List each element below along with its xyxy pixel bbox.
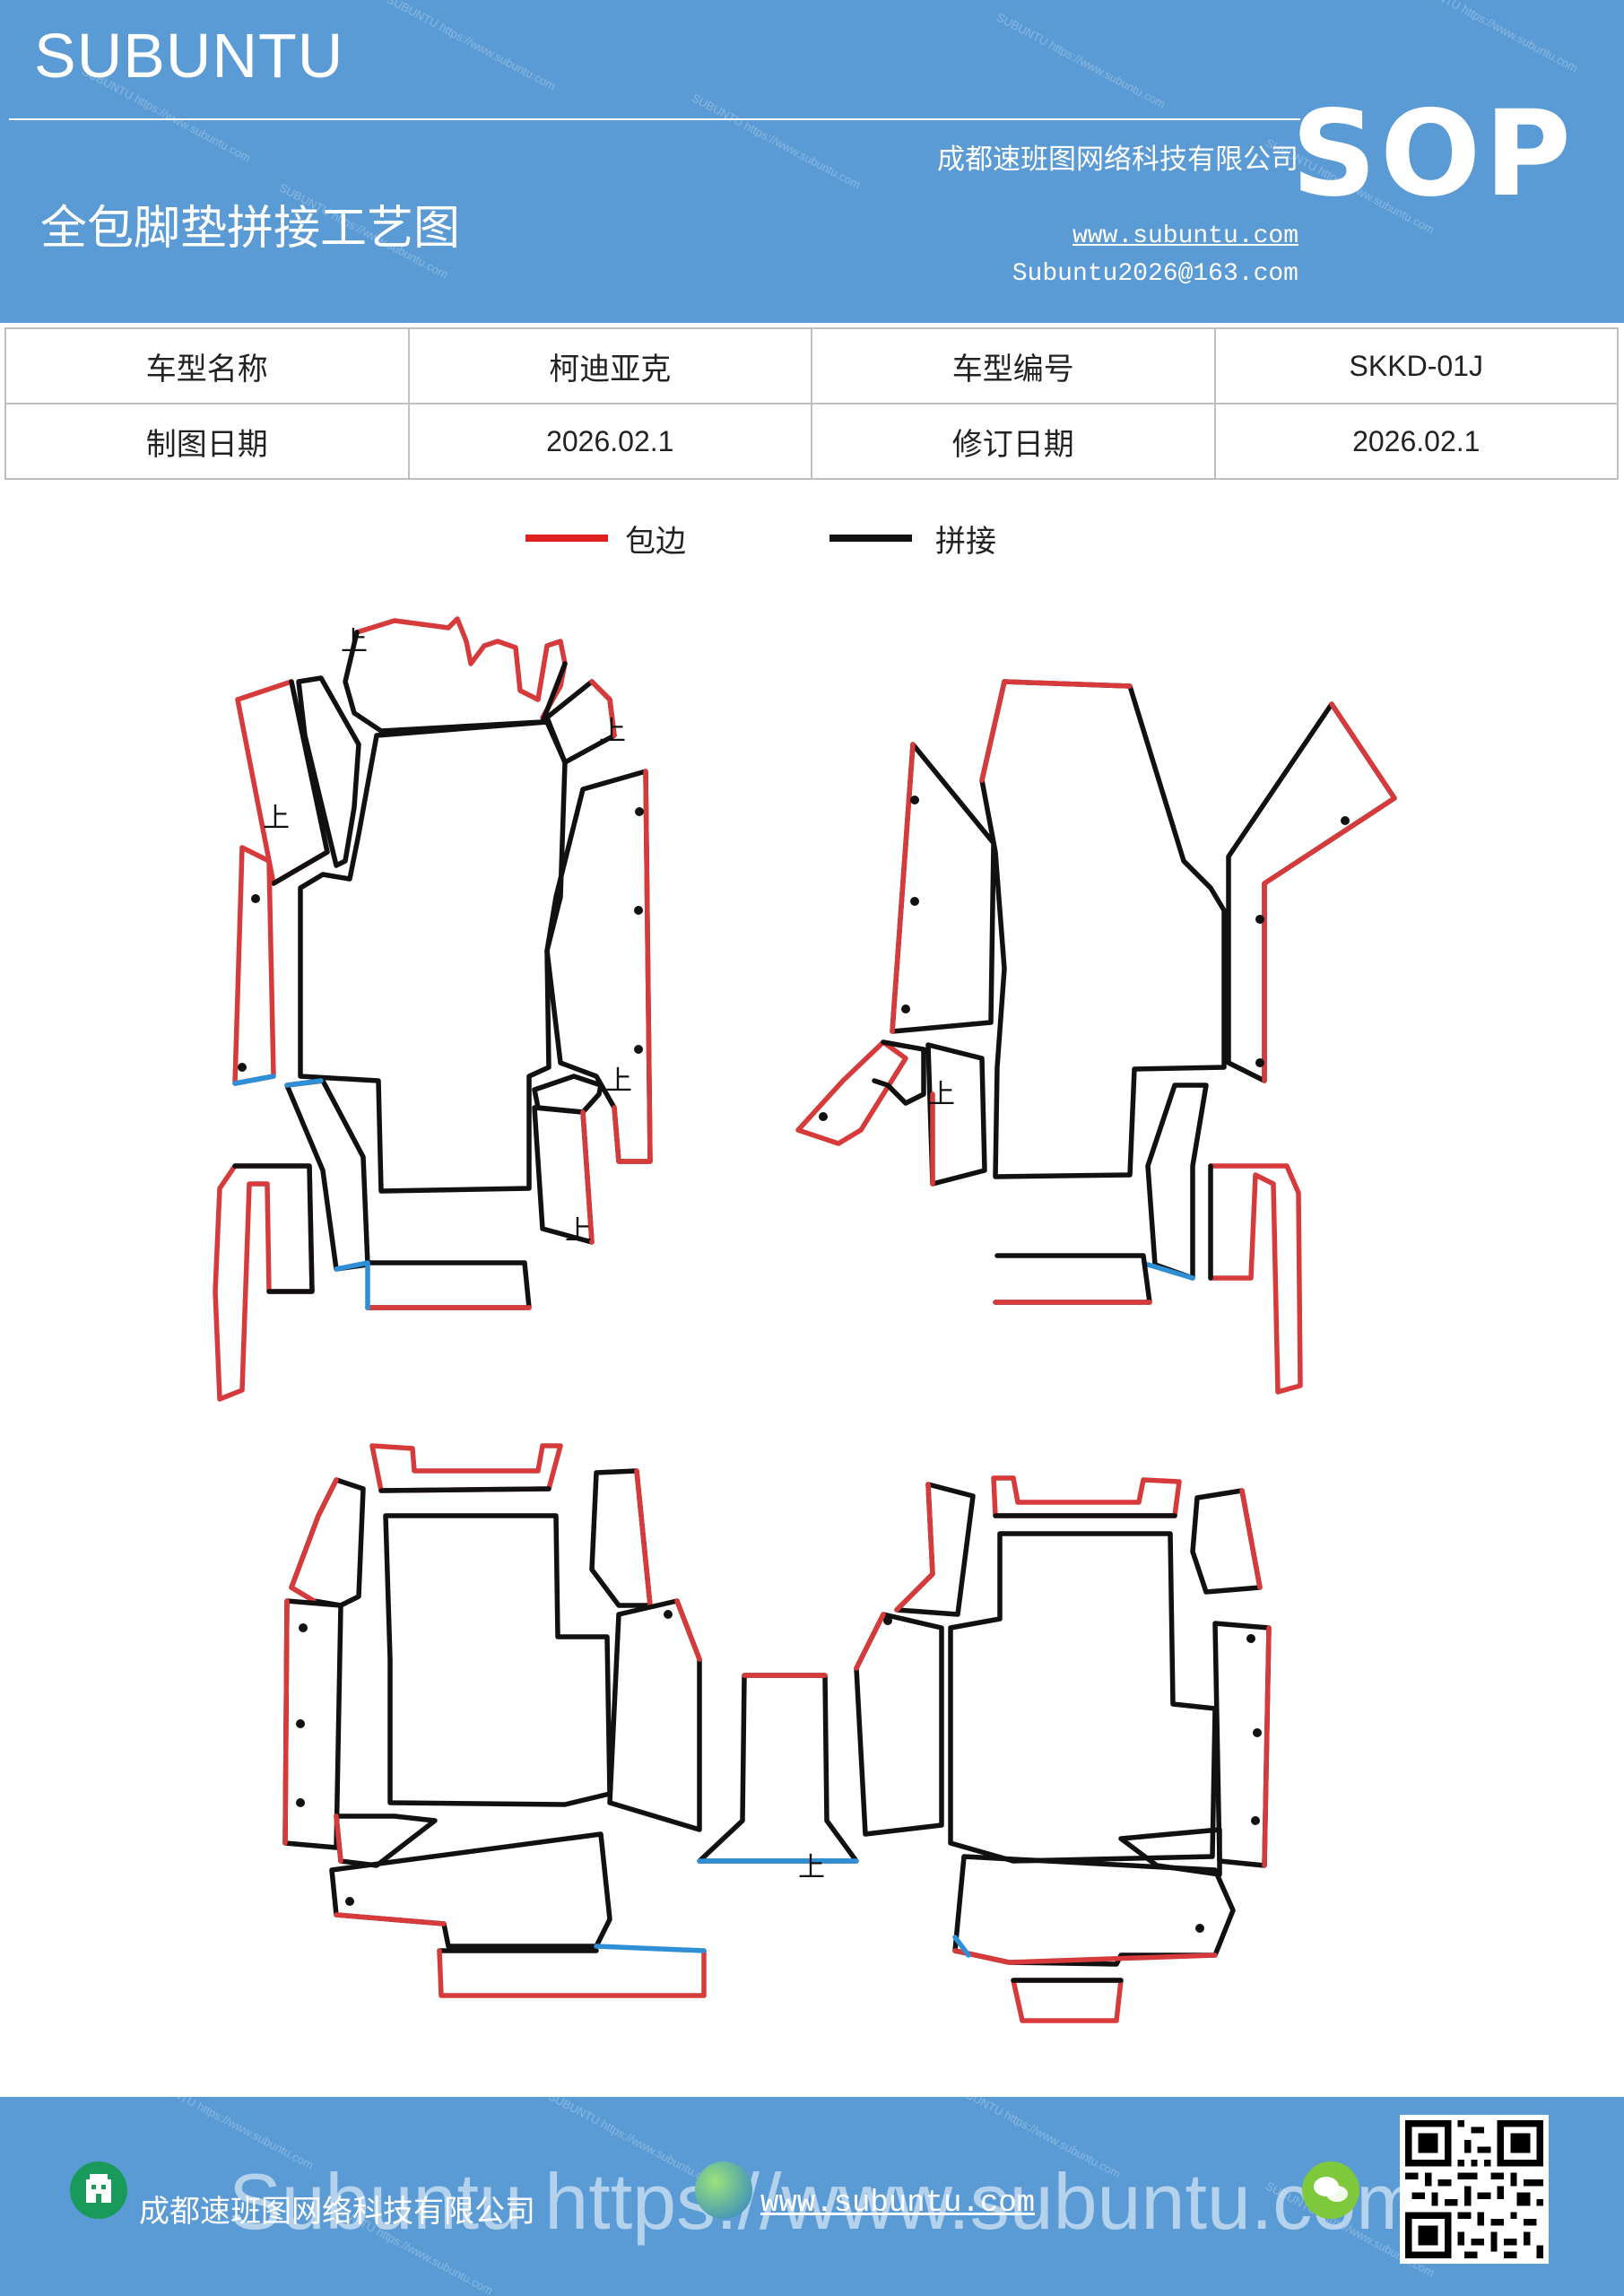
up-mark: 上 xyxy=(928,1079,955,1110)
brand-name: SUBUNTU xyxy=(34,21,344,91)
company-name: 成都速班图网络科技有限公司 xyxy=(937,144,1298,176)
legend: 包边 拼接 xyxy=(0,522,1624,576)
revision-date-value: 2026.02.1 xyxy=(1213,403,1619,480)
up-mark: 上 xyxy=(341,626,368,657)
mat-group-rear-center xyxy=(697,1673,859,1864)
mat-group-rear-right xyxy=(854,1475,1272,2023)
revision-date-label: 修订日期 xyxy=(811,403,1216,480)
model-name-label: 车型名称 xyxy=(4,327,410,404)
alignment-dots xyxy=(238,796,1350,1933)
table-row: 制图日期 2026.02.1 修订日期 2026.02.1 xyxy=(4,403,1619,480)
legend-swatch-seam xyxy=(829,535,912,542)
globe-icon xyxy=(695,2161,752,2219)
sop-badge: SOP xyxy=(1290,85,1575,223)
table-row: 车型名称 柯迪亚克 车型编号 SKKD-01J xyxy=(4,327,1619,404)
floor-mat-diagram: 上 上 上 上 上 上 上 xyxy=(213,616,1397,2023)
mat-group-front-right xyxy=(795,679,1397,1395)
header-banner: SUBUNTU https://www.subuntu.com SUBUNTU … xyxy=(0,0,1624,323)
header-divider xyxy=(9,118,1300,120)
up-mark: 上 xyxy=(599,716,626,747)
building-icon xyxy=(70,2161,127,2219)
footer-banner: SUBUNTU https://www.subuntu.com SUBUNTU … xyxy=(0,2097,1624,2296)
vehicle-info-table: 车型名称 柯迪亚克 车型编号 SKKD-01J 制图日期 2026.02.1 修… xyxy=(4,327,1619,480)
model-code-value: SKKD-01J xyxy=(1213,327,1619,404)
footer-website-link[interactable]: www.subuntu.com xyxy=(760,2187,1036,2221)
website-link[interactable]: www.subuntu.com xyxy=(1072,222,1298,250)
mat-group-rear-left xyxy=(282,1443,707,1998)
chat-icon xyxy=(1302,2161,1359,2219)
legend-label-seam: 拼接 xyxy=(935,524,996,560)
up-marks: 上 上 上 上 上 上 上 xyxy=(263,626,955,1883)
drawing-date-label: 制图日期 xyxy=(4,403,410,480)
up-mark: 上 xyxy=(565,1215,592,1247)
qr-code xyxy=(1400,2115,1549,2264)
up-mark: 上 xyxy=(605,1065,632,1097)
mat-group-front-left xyxy=(213,616,653,1402)
up-mark: 上 xyxy=(263,803,290,834)
legend-swatch-binding xyxy=(525,535,608,542)
up-mark: 上 xyxy=(798,1852,825,1883)
legend-label-binding: 包边 xyxy=(625,524,686,560)
footer-watermark-text: Subuntu https://www.subuntu.com xyxy=(229,2157,1422,2246)
model-name-value: 柯迪亚克 xyxy=(407,327,812,404)
drawing-date-value: 2026.02.1 xyxy=(407,403,812,480)
document-title: 全包脚垫拼接工艺图 xyxy=(40,202,461,256)
email-address: Subuntu2026@163.com xyxy=(1012,260,1298,288)
footer-company-name: 成都速班图网络科技有限公司 xyxy=(139,2194,535,2230)
model-code-label: 车型编号 xyxy=(811,327,1216,404)
